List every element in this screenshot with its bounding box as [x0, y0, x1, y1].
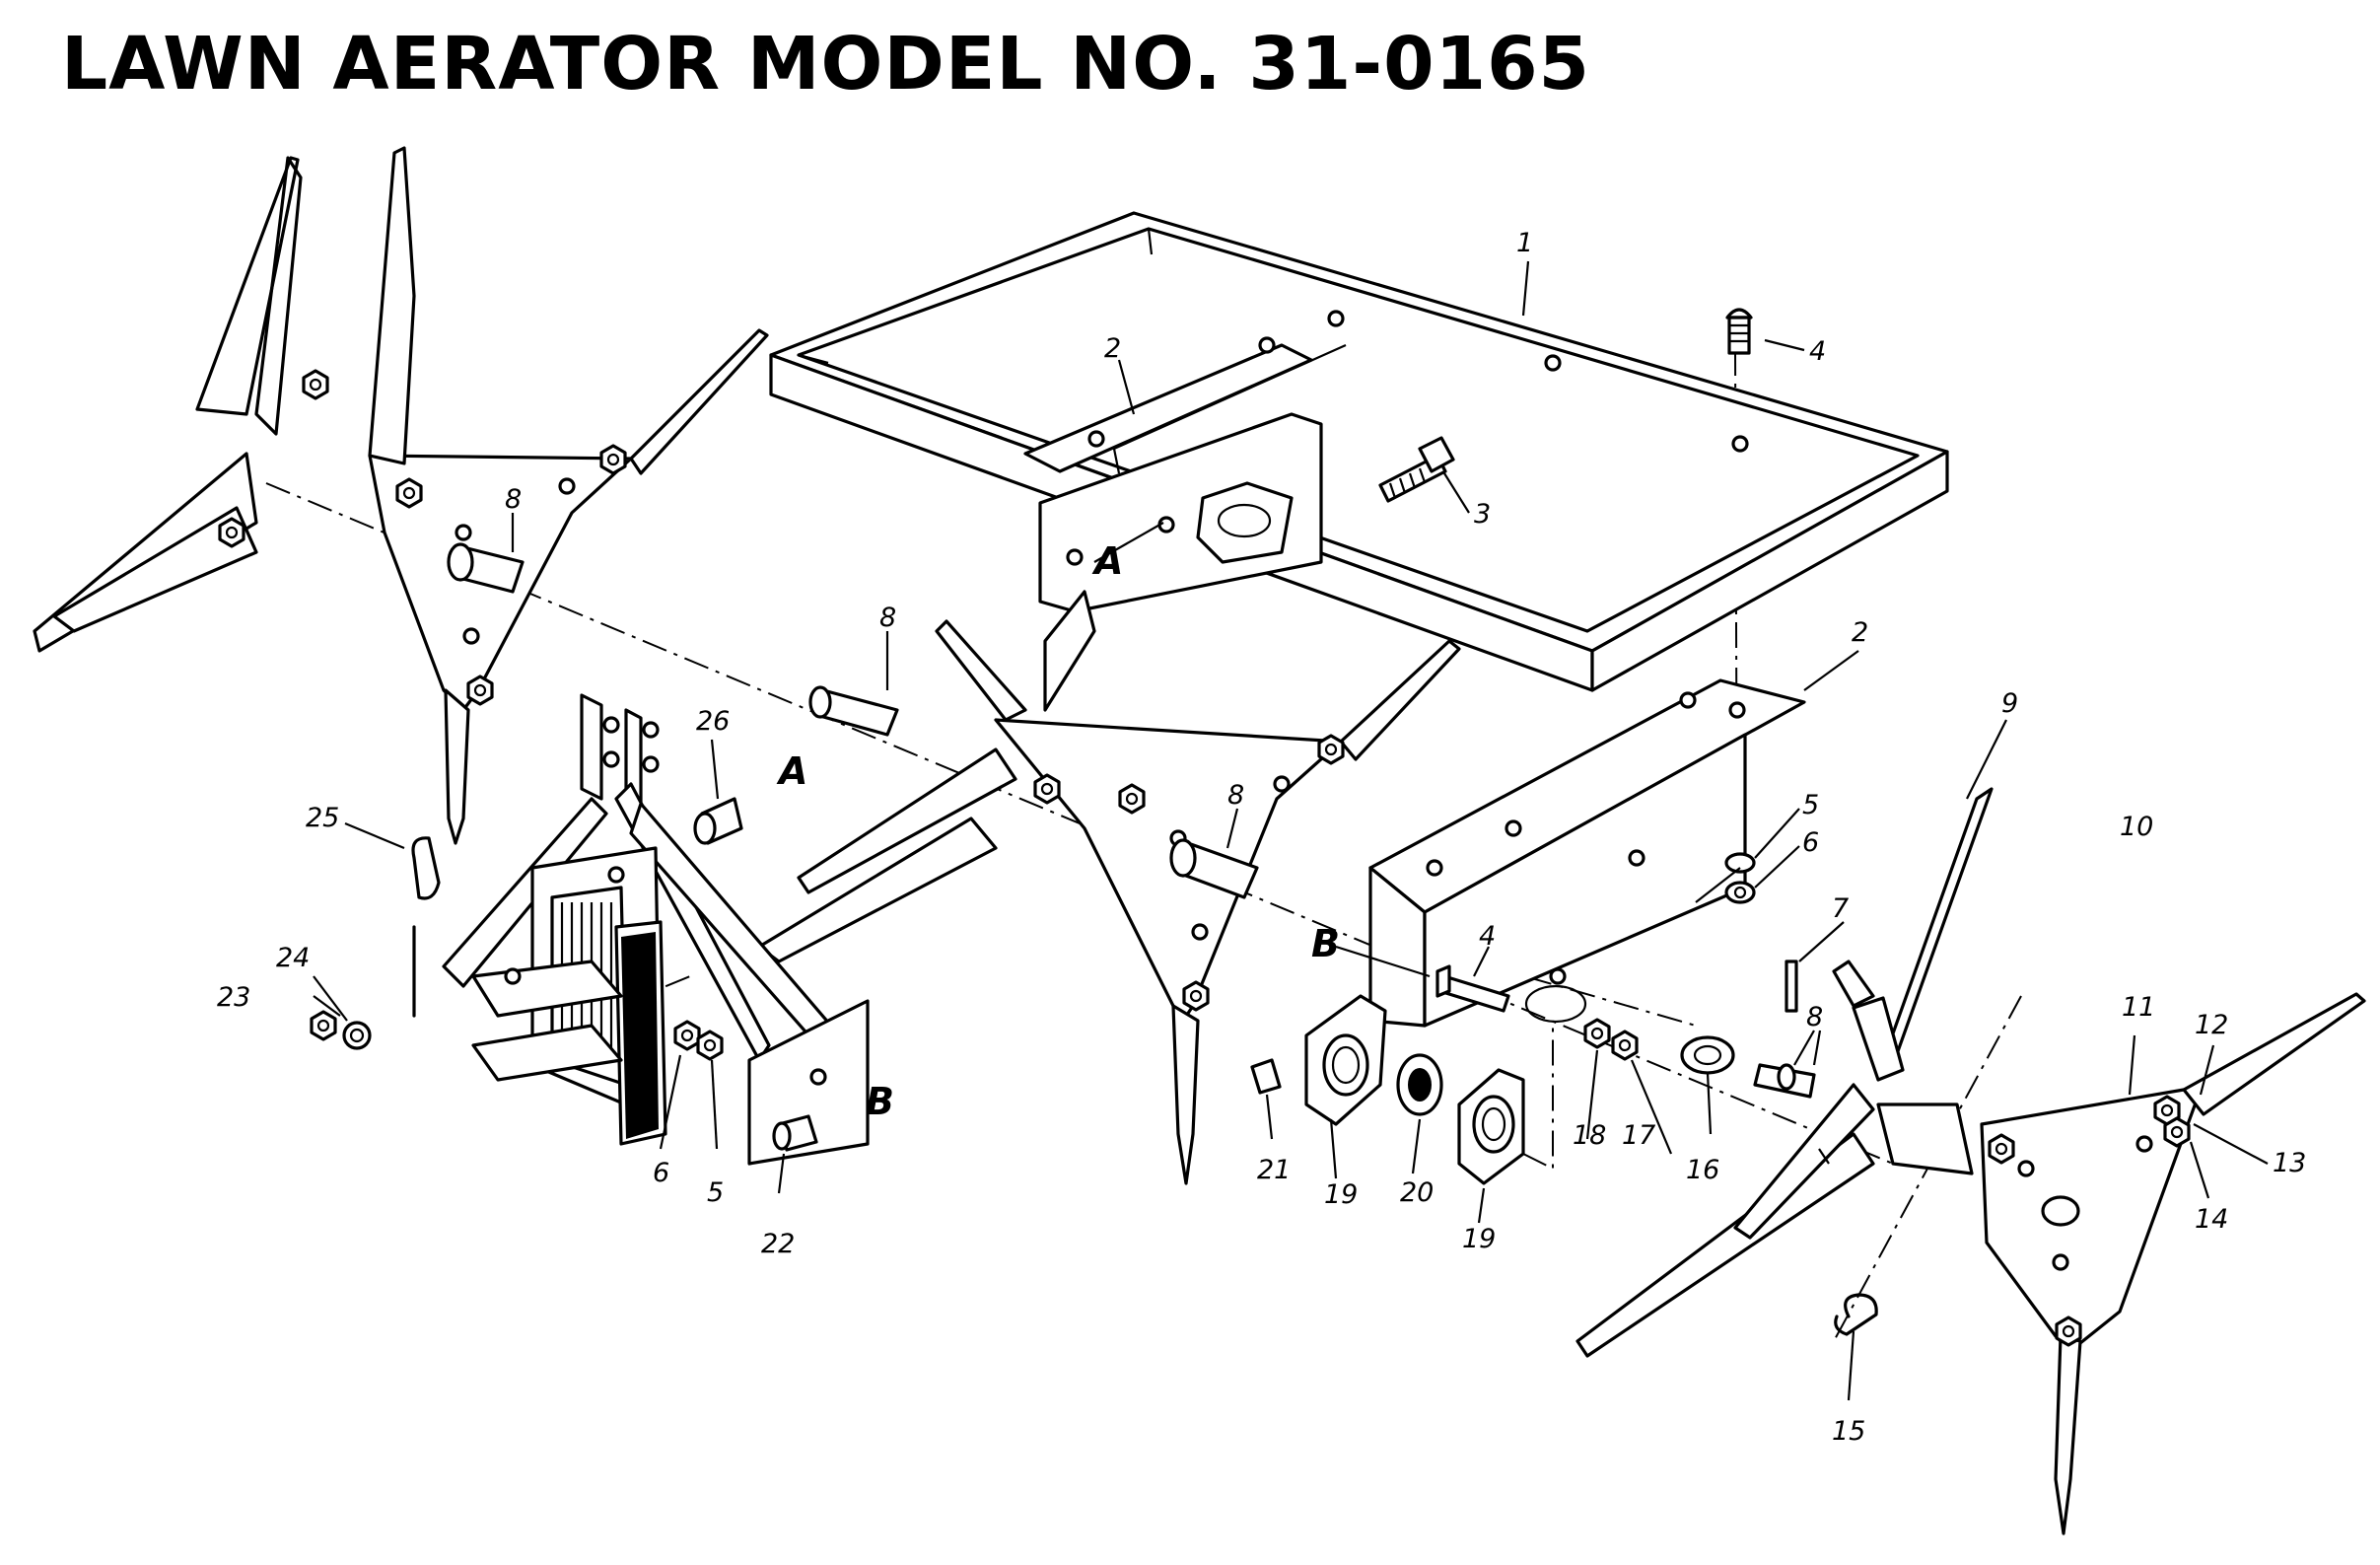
callout-25: 25 [306, 803, 339, 833]
callout-2b: 2 [1852, 617, 1868, 648]
callout-9: 9 [2001, 688, 2018, 719]
bearing-group [1250, 994, 1735, 1185]
carriage-bolt-4 [1725, 308, 1753, 355]
callout-8b: 8 [879, 603, 896, 633]
callout-21: 21 [1257, 1155, 1291, 1185]
callout-11: 11 [2122, 992, 2155, 1023]
ref-letter-a-frame: A [1091, 539, 1123, 583]
reference-letters: A A B B [776, 539, 1340, 1123]
callout-8c: 8 [1227, 780, 1244, 811]
callout-18: 18 [1573, 1120, 1606, 1151]
callout-3: 3 [1474, 499, 1491, 530]
callout-13: 13 [2273, 1148, 2306, 1178]
callout-7: 7 [1832, 893, 1849, 924]
callout-15: 15 [1832, 1416, 1865, 1447]
hitch-hardware [310, 836, 441, 1050]
callout-16: 16 [1686, 1155, 1719, 1185]
callout-20: 20 [1400, 1177, 1434, 1208]
callout-2a: 2 [1104, 333, 1121, 364]
callout-5a: 5 [1802, 790, 1819, 820]
callout-12: 12 [2195, 1010, 2228, 1040]
callout-24: 24 [276, 943, 310, 973]
callout-14: 14 [2195, 1204, 2228, 1235]
diagram-title: LAWN AERATOR MODEL NO. 31-0165 [61, 22, 1591, 107]
right-hardware [1435, 852, 1905, 1336]
callout-5b: 5 [707, 1177, 724, 1208]
callout-6a: 6 [1802, 827, 1819, 858]
callout-6b: 6 [653, 1158, 669, 1188]
callout-19a: 19 [1324, 1179, 1358, 1210]
hitch-assembly [442, 693, 870, 1166]
callout-10: 10 [2120, 812, 2153, 842]
tine-wheel-middle [757, 590, 1461, 1185]
callout-26: 26 [696, 706, 730, 737]
callout-8a: 8 [505, 484, 522, 515]
ref-letter-b-support: B [1311, 922, 1340, 965]
shaft-8 [808, 685, 899, 737]
callout-numbers: 1 2 2 3 4 4 5 5 6 6 7 8 8 8 8 9 10 11 12… [217, 228, 2306, 1447]
main-frame [769, 211, 1949, 692]
callout-1: 1 [1516, 228, 1533, 258]
ref-letter-a-hitch: A [776, 749, 807, 793]
support-angle-top [1112, 448, 1121, 474]
leader-lines [313, 260, 2269, 1401]
callout-23: 23 [217, 982, 250, 1013]
callout-17: 17 [1622, 1120, 1655, 1151]
callout-4b: 4 [1479, 921, 1496, 952]
centre-hanger-bracket [1038, 412, 1323, 613]
callout-4a: 4 [1809, 336, 1826, 367]
tine-wheel-right [1575, 787, 2366, 1535]
tine-wheel-left [33, 146, 769, 845]
ref-letter-b-hitch: B [866, 1080, 894, 1123]
bolt-3 [1378, 436, 1455, 503]
callout-22: 22 [761, 1229, 795, 1259]
callout-19b: 19 [1462, 1224, 1496, 1254]
callout-8d: 8 [1806, 1002, 1823, 1032]
